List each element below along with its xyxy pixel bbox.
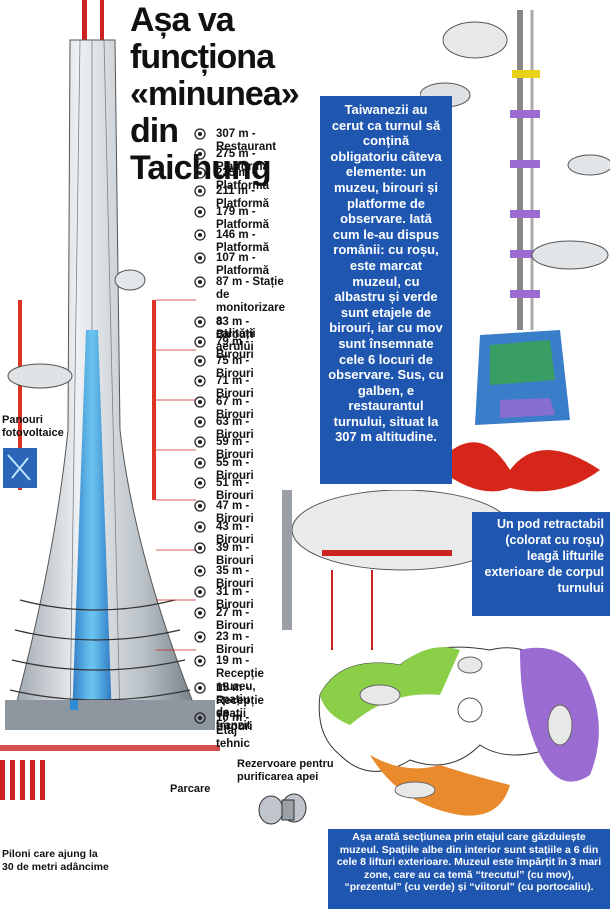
level-label: 15 m - Recepție spații birouri bbox=[216, 682, 264, 733]
level-label: 107 m - Platformă bbox=[216, 252, 270, 277]
floor-plan-icon bbox=[194, 128, 206, 140]
floor-plan-icon bbox=[194, 565, 206, 577]
floor-plan-icon bbox=[194, 316, 206, 328]
level-label: 39 m - Birouri bbox=[216, 542, 254, 567]
water-tanks-icon bbox=[258, 793, 307, 825]
level-label: 19 m - Recepție muzeu, spațiu de tranzit bbox=[216, 655, 264, 732]
level-label: 59 m - Birouri bbox=[216, 436, 254, 461]
level-label: 275 m - Platformă bbox=[216, 148, 270, 173]
floor-plan-icon bbox=[194, 148, 206, 160]
floor-plan-icon bbox=[194, 436, 206, 448]
level-label: 71 m - Birouri bbox=[216, 375, 254, 400]
caption-tanks: Rezervoare pentru purificarea apei bbox=[237, 758, 334, 783]
floor-plan-icon bbox=[194, 416, 206, 428]
museum-floor-plan bbox=[318, 646, 599, 816]
level-label: 79 m - Birouri bbox=[216, 336, 254, 361]
floor-plan-icon bbox=[194, 586, 206, 598]
level-label: 31 m - Birouri bbox=[216, 586, 254, 611]
floor-plan-icon bbox=[194, 477, 206, 489]
level-label: 23 m - Birouri bbox=[216, 631, 254, 656]
floor-plan-icon bbox=[194, 355, 206, 367]
floor-plan-icon bbox=[194, 712, 206, 724]
caption-panels: Panouri fotovoltaice bbox=[2, 414, 64, 439]
level-label: 51 m - Birouri bbox=[216, 477, 254, 502]
caption-parking: Parcare bbox=[170, 783, 211, 795]
level-label: 235 m - Platformă bbox=[216, 167, 270, 192]
museum-box: Așa arată secțiunea prin etajul care găz… bbox=[328, 829, 610, 909]
tower-illustration bbox=[0, 0, 220, 800]
level-label: 43 m - Birouri bbox=[216, 521, 254, 546]
level-label: 146 m - Platformă bbox=[216, 229, 270, 254]
bridge-box: Un pod retractabil (colorat cu roșu) lea… bbox=[472, 512, 610, 616]
level-label: 63 m - Birouri bbox=[216, 416, 254, 441]
floor-plan-icon bbox=[194, 607, 206, 619]
floor-plan-icon bbox=[194, 500, 206, 512]
level-label: 55 m - Birouri bbox=[216, 457, 254, 482]
level-label: 83 m - Birouri bbox=[216, 316, 254, 341]
floor-plan-icon bbox=[194, 655, 206, 667]
floor-plan-icon bbox=[194, 229, 206, 241]
level-label: 179 m - Platformă bbox=[216, 206, 270, 231]
floor-plan-icon bbox=[194, 396, 206, 408]
level-label: 87 m - Stație de monitorizare a calități… bbox=[216, 276, 286, 353]
caption-piles: Piloni care ajung la 30 de metri adâncim… bbox=[2, 848, 109, 873]
level-label: 27 m - Birouri bbox=[216, 607, 254, 632]
level-label: 67 m - Birouri bbox=[216, 396, 254, 421]
level-label: 10 m - Etaj tehnic bbox=[216, 712, 250, 750]
floor-plan-icon bbox=[194, 521, 206, 533]
floor-plan-icon bbox=[194, 185, 206, 197]
level-label: 307 m - Restaurant bbox=[216, 128, 277, 153]
level-label: 211 m - Platformă bbox=[216, 185, 270, 210]
floor-plan-icon bbox=[194, 167, 206, 179]
exterior-lifts-illustration bbox=[420, 10, 610, 492]
floor-plan-icon bbox=[194, 631, 206, 643]
level-label: 47 m - Birouri bbox=[216, 500, 254, 525]
floor-plan-icon bbox=[194, 252, 206, 264]
intro-box: Taiwanezii au cerut ca turnul să conțină… bbox=[320, 96, 452, 484]
floor-plan-icon bbox=[194, 375, 206, 387]
page-title: Așa va funcționa «minunea» din Taichung bbox=[130, 1, 300, 187]
level-label: 35 m - Birouri bbox=[216, 565, 254, 590]
level-label: 75 m - Birouri bbox=[216, 355, 254, 380]
floor-plan-icon bbox=[194, 276, 206, 288]
floor-plan-icon bbox=[194, 542, 206, 554]
floor-plan-icon bbox=[194, 336, 206, 348]
floor-plan-icon bbox=[194, 206, 206, 218]
floor-plan-icon bbox=[194, 682, 206, 694]
floor-plan-icon bbox=[194, 457, 206, 469]
